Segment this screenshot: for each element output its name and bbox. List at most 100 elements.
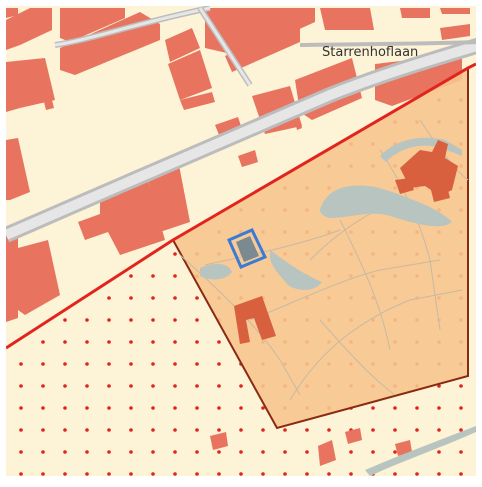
hatch-dot	[41, 406, 45, 410]
hatch-dot	[239, 384, 243, 388]
hatch-dot	[129, 362, 133, 366]
hatch-dot	[107, 296, 111, 300]
hatch-dot	[107, 340, 111, 344]
hatch-dot	[151, 450, 155, 454]
hatch-dot	[41, 428, 45, 432]
hatch-dot	[151, 384, 155, 388]
building	[225, 22, 300, 72]
hatch-dot	[107, 318, 111, 322]
building	[78, 170, 165, 255]
building	[210, 432, 228, 450]
hatch-dot	[41, 472, 45, 476]
building	[60, 8, 125, 42]
hatch-dot	[195, 362, 199, 366]
canal	[365, 426, 476, 476]
hatch-dot	[349, 472, 353, 476]
hatch-dot	[85, 472, 89, 476]
hatch-dot	[371, 450, 375, 454]
hatch-dot	[415, 406, 419, 410]
hatch-dot	[107, 406, 111, 410]
hatch-dot	[195, 428, 199, 432]
building	[440, 24, 470, 40]
hatch-dot	[107, 362, 111, 366]
hatch-dot	[217, 362, 221, 366]
hatch-dot	[261, 472, 265, 476]
hatch-dot	[151, 296, 155, 300]
hatch-dot	[393, 406, 397, 410]
building	[440, 8, 470, 14]
hatch-dot	[85, 340, 89, 344]
hatch-dot	[195, 406, 199, 410]
hatch-dot	[129, 384, 133, 388]
boundary-line	[6, 62, 476, 350]
hatch-dot	[239, 428, 243, 432]
building	[165, 28, 200, 62]
building-annex	[395, 178, 414, 194]
hatch-dot	[305, 450, 309, 454]
building-pavilion	[430, 182, 450, 202]
plan-buildings	[234, 140, 458, 344]
building	[295, 120, 302, 130]
building-house	[234, 296, 276, 344]
hatch-dot	[129, 428, 133, 432]
hatch-dot	[195, 340, 199, 344]
hatch-dot	[85, 428, 89, 432]
hatch-dot	[19, 406, 23, 410]
building	[6, 8, 18, 18]
hatch-dot	[195, 450, 199, 454]
hatch-dot	[459, 384, 463, 388]
building	[44, 100, 54, 110]
building	[320, 8, 374, 30]
park-paths	[179, 119, 469, 401]
building-castle	[400, 140, 458, 196]
hatch-dot	[129, 450, 133, 454]
hatch-dot	[239, 472, 243, 476]
hatch-dot	[85, 362, 89, 366]
hatch-dot	[173, 274, 177, 278]
hatch-dot	[151, 362, 155, 366]
hatch-dot	[283, 428, 287, 432]
hatch-dot	[63, 318, 67, 322]
hatch-dot	[151, 428, 155, 432]
building	[18, 240, 60, 315]
hatch-dot	[173, 362, 177, 366]
building	[6, 138, 30, 200]
hatch-dot	[305, 428, 309, 432]
hatch-dot	[85, 318, 89, 322]
hatch-dot	[41, 362, 45, 366]
hatch-dot	[173, 406, 177, 410]
hatch-dot	[437, 406, 441, 410]
hatch-dot	[217, 384, 221, 388]
hatch-dot	[393, 428, 397, 432]
hatch-dot	[63, 362, 67, 366]
hatch-dot	[217, 428, 221, 432]
hatch-dot	[415, 428, 419, 432]
hatch-dot	[217, 340, 221, 344]
roads-layer	[6, 6, 476, 243]
hatch-dot	[415, 472, 419, 476]
hatch-dot	[107, 384, 111, 388]
hatch-dot	[85, 384, 89, 388]
road-cycle	[299, 40, 476, 47]
hatch-dot	[19, 428, 23, 432]
street-label: Starrenhoflaan	[322, 45, 418, 60]
hatch-dot	[129, 406, 133, 410]
road-starrenhoflaan-fill	[6, 40, 476, 240]
building	[318, 440, 336, 466]
hatch-dot	[261, 406, 265, 410]
hatch-dot	[173, 252, 177, 256]
building	[238, 150, 258, 167]
hatch-dot	[239, 406, 243, 410]
hatch-dot	[151, 318, 155, 322]
building	[395, 440, 412, 456]
hatch-dot	[459, 406, 463, 410]
hatch-dot	[63, 472, 67, 476]
selection-marker[interactable]	[227, 228, 268, 269]
hatch-dot	[173, 296, 177, 300]
hatch-dot	[195, 472, 199, 476]
hatch-dot	[173, 384, 177, 388]
hatch-dot	[151, 406, 155, 410]
building	[205, 8, 315, 56]
